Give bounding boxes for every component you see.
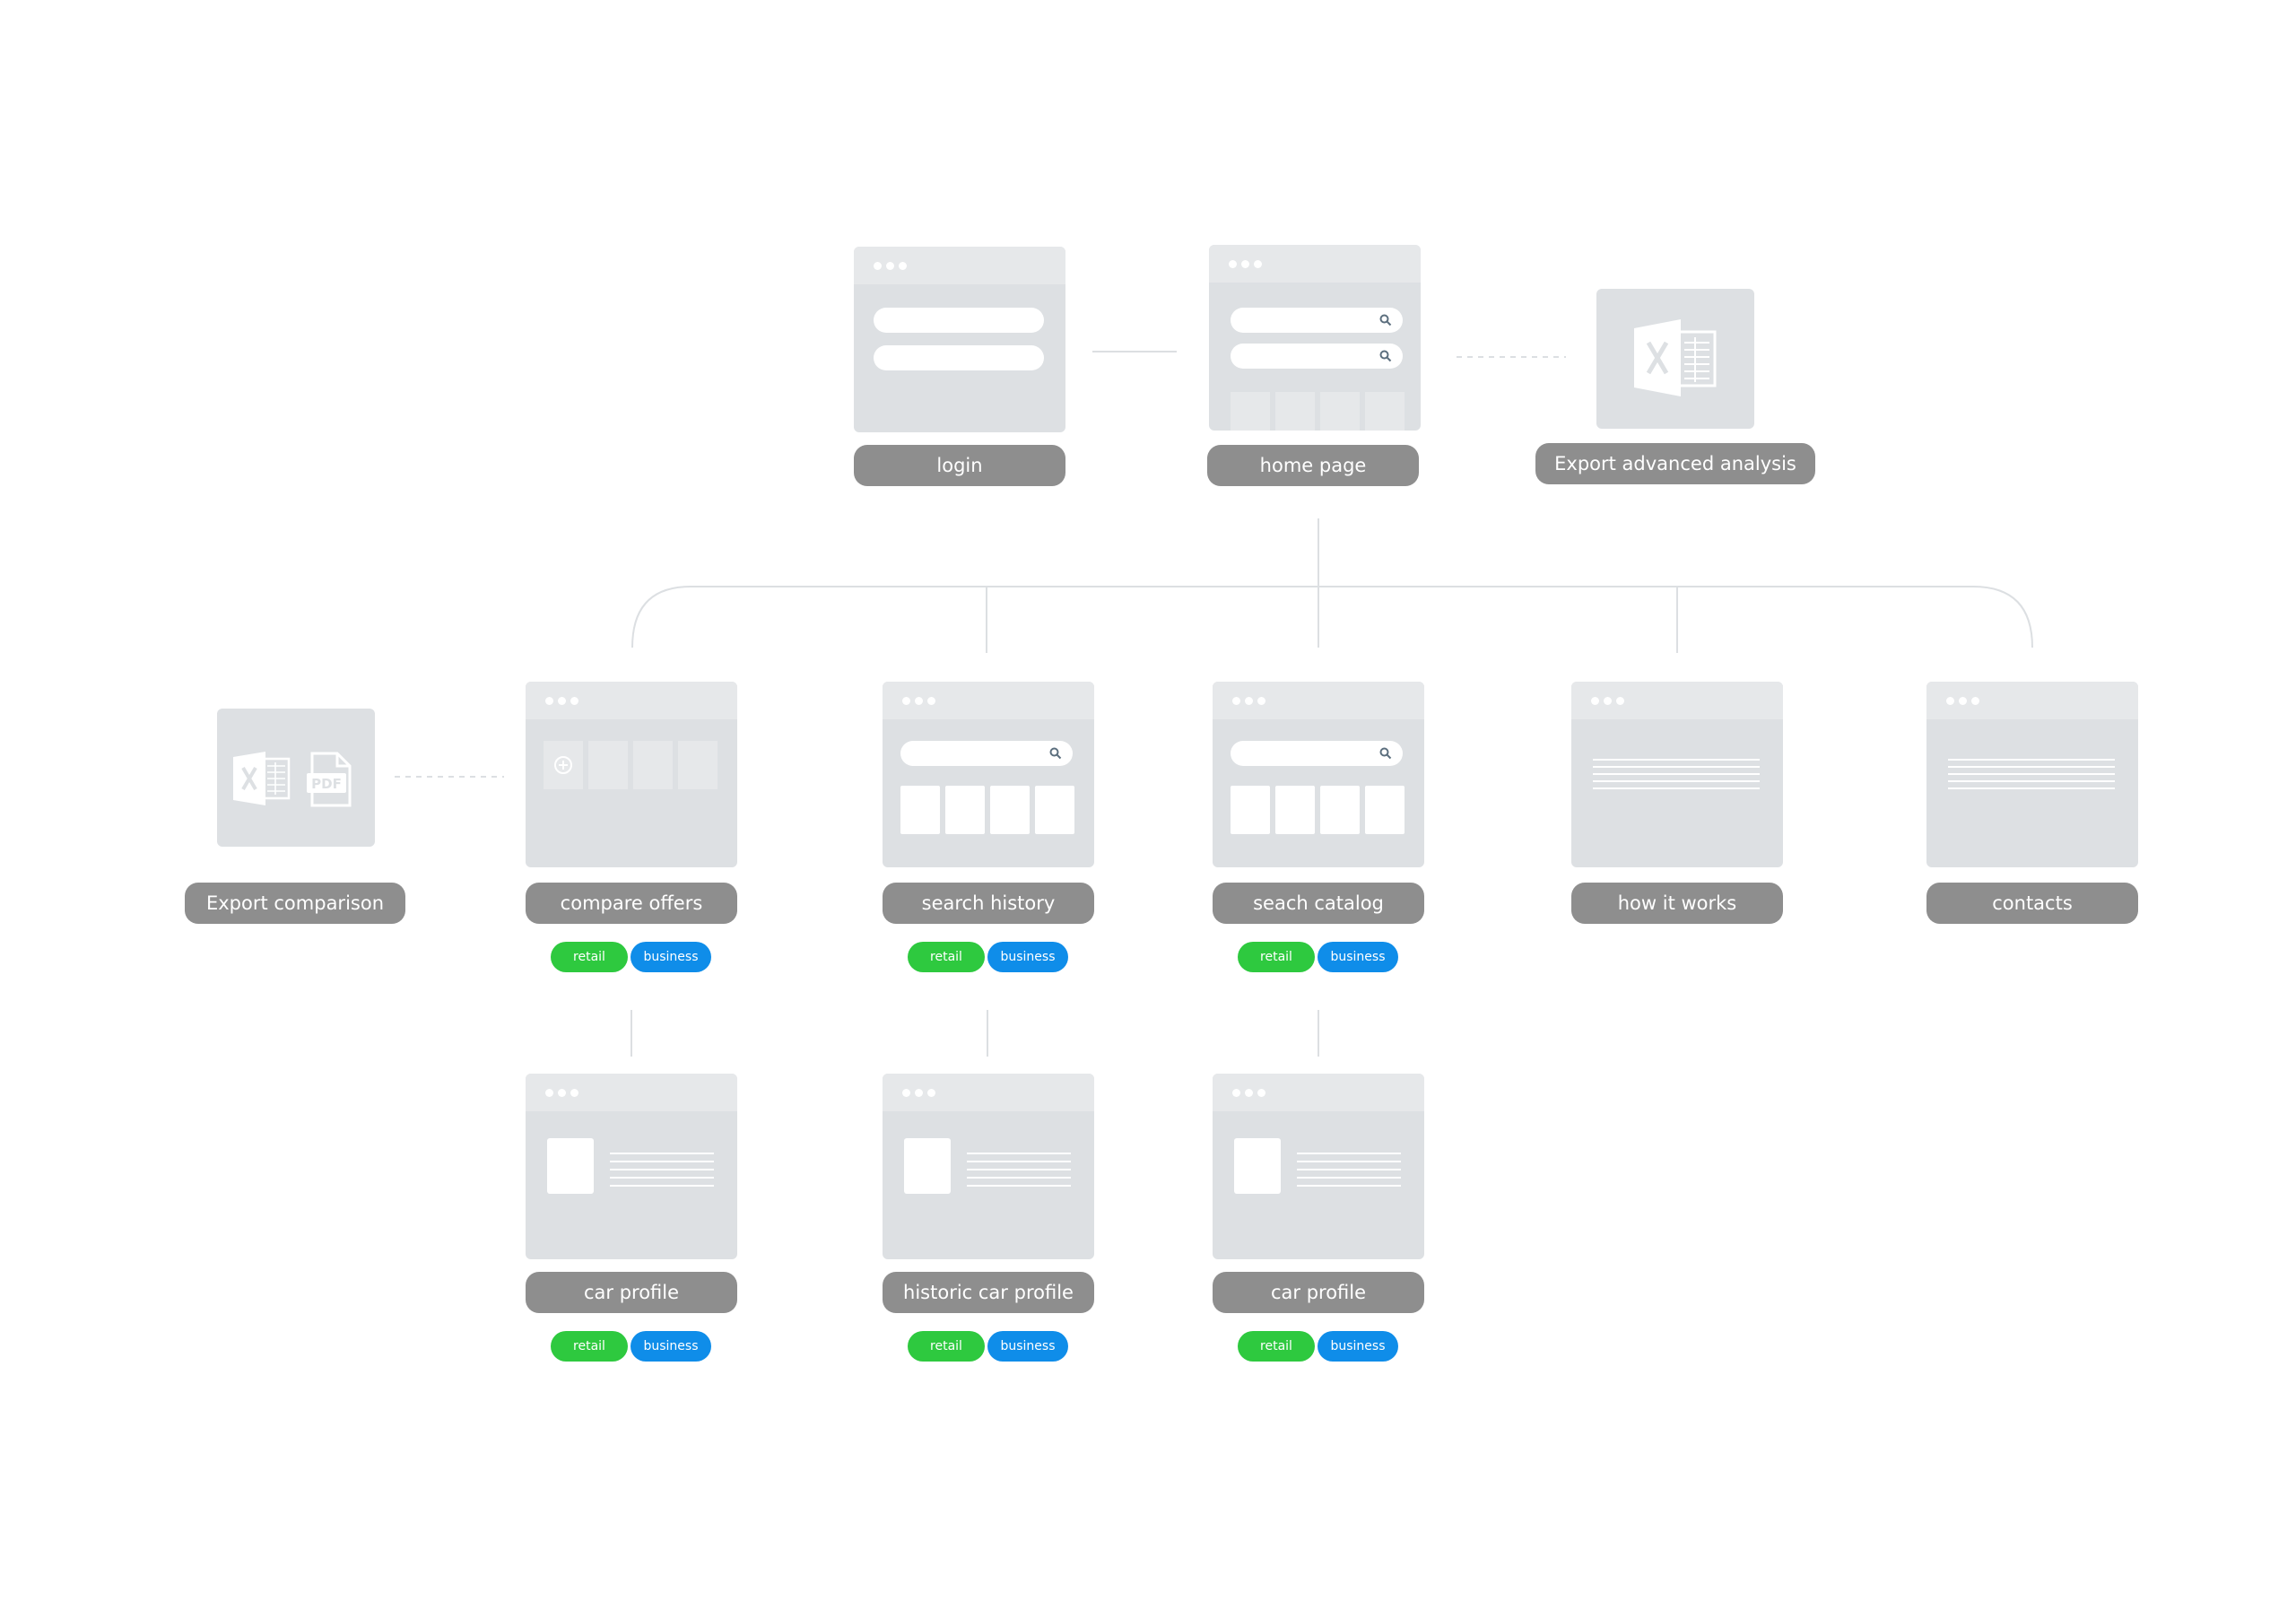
search-history-tags: retail business — [908, 942, 1068, 972]
excel-icon — [233, 752, 291, 805]
login-screen[interactable] — [854, 247, 1065, 432]
search-catalog-bar — [1231, 741, 1403, 766]
historic-car-profile-tags: retail business — [908, 1331, 1068, 1362]
search-icon — [1379, 314, 1392, 326]
pdf-icon: PDF — [307, 752, 352, 807]
login-field-username — [874, 308, 1044, 333]
retail-tag: retail — [1238, 942, 1315, 972]
retail-tag: retail — [908, 942, 985, 972]
car-profile-tags-2: retail business — [1238, 1331, 1398, 1362]
business-tag: business — [987, 942, 1068, 972]
car-profile-label-2: car profile — [1213, 1272, 1424, 1313]
login-field-password — [874, 345, 1044, 370]
car-profile-screen-2[interactable] — [1213, 1074, 1424, 1259]
home-page-screen[interactable] — [1209, 245, 1421, 431]
home-search-bar-2 — [1231, 344, 1403, 369]
export-advanced-tile[interactable] — [1596, 289, 1754, 429]
how-it-works-label: how it works — [1571, 883, 1783, 924]
search-history-label: search history — [883, 883, 1094, 924]
retail-tag: retail — [551, 942, 628, 972]
window-dots — [545, 1089, 578, 1097]
search-catalog-tags: retail business — [1238, 942, 1398, 972]
search-icon — [1379, 350, 1392, 362]
historic-car-profile-screen[interactable] — [883, 1074, 1094, 1259]
retail-tag: retail — [1238, 1331, 1315, 1362]
window-dots — [545, 697, 578, 705]
search-icon — [1379, 747, 1392, 760]
contacts-label: contacts — [1926, 883, 2138, 924]
business-tag: business — [631, 1331, 711, 1362]
search-history-bar — [900, 741, 1073, 766]
export-comparison-tile[interactable]: PDF — [217, 709, 375, 847]
compare-offers-screen[interactable] — [526, 682, 737, 867]
how-it-works-screen[interactable] — [1571, 682, 1783, 867]
historic-car-profile-label: historic car profile — [883, 1272, 1094, 1313]
car-image-placeholder — [904, 1138, 951, 1194]
window-dots — [1232, 697, 1265, 705]
business-tag: business — [631, 942, 711, 972]
compare-offers-tags: retail business — [551, 942, 711, 972]
business-tag: business — [1318, 942, 1398, 972]
retail-tag: retail — [551, 1331, 628, 1362]
car-image-placeholder — [1234, 1138, 1281, 1194]
tree-bus — [631, 586, 2033, 648]
login-label: login — [854, 445, 1065, 486]
search-icon — [1049, 747, 1062, 760]
window-dots — [874, 262, 907, 270]
add-circle-icon — [554, 756, 572, 774]
window-dots — [1946, 697, 1979, 705]
search-catalog-screen[interactable] — [1213, 682, 1424, 867]
home-page-label: home page — [1207, 445, 1419, 486]
export-comparison-label: Export comparison — [185, 883, 405, 924]
car-image-placeholder — [547, 1138, 594, 1194]
car-profile-tags-1: retail business — [551, 1331, 711, 1362]
search-history-screen[interactable] — [883, 682, 1094, 867]
car-profile-screen-1[interactable] — [526, 1074, 737, 1259]
car-profile-label-1: car profile — [526, 1272, 737, 1313]
export-advanced-label: Export advanced analysis — [1535, 443, 1815, 484]
window-dots — [1591, 697, 1624, 705]
window-dots — [902, 1089, 935, 1097]
business-tag: business — [1318, 1331, 1398, 1362]
window-dots — [1229, 260, 1262, 268]
retail-tag: retail — [908, 1331, 985, 1362]
window-dots — [902, 697, 935, 705]
business-tag: business — [987, 1331, 1068, 1362]
search-catalog-label: seach catalog — [1213, 883, 1424, 924]
svg-text:PDF: PDF — [311, 776, 342, 792]
compare-offers-label: compare offers — [526, 883, 737, 924]
excel-icon — [1634, 319, 1717, 396]
window-dots — [1232, 1089, 1265, 1097]
contacts-screen[interactable] — [1926, 682, 2138, 867]
home-search-bar — [1231, 308, 1403, 333]
